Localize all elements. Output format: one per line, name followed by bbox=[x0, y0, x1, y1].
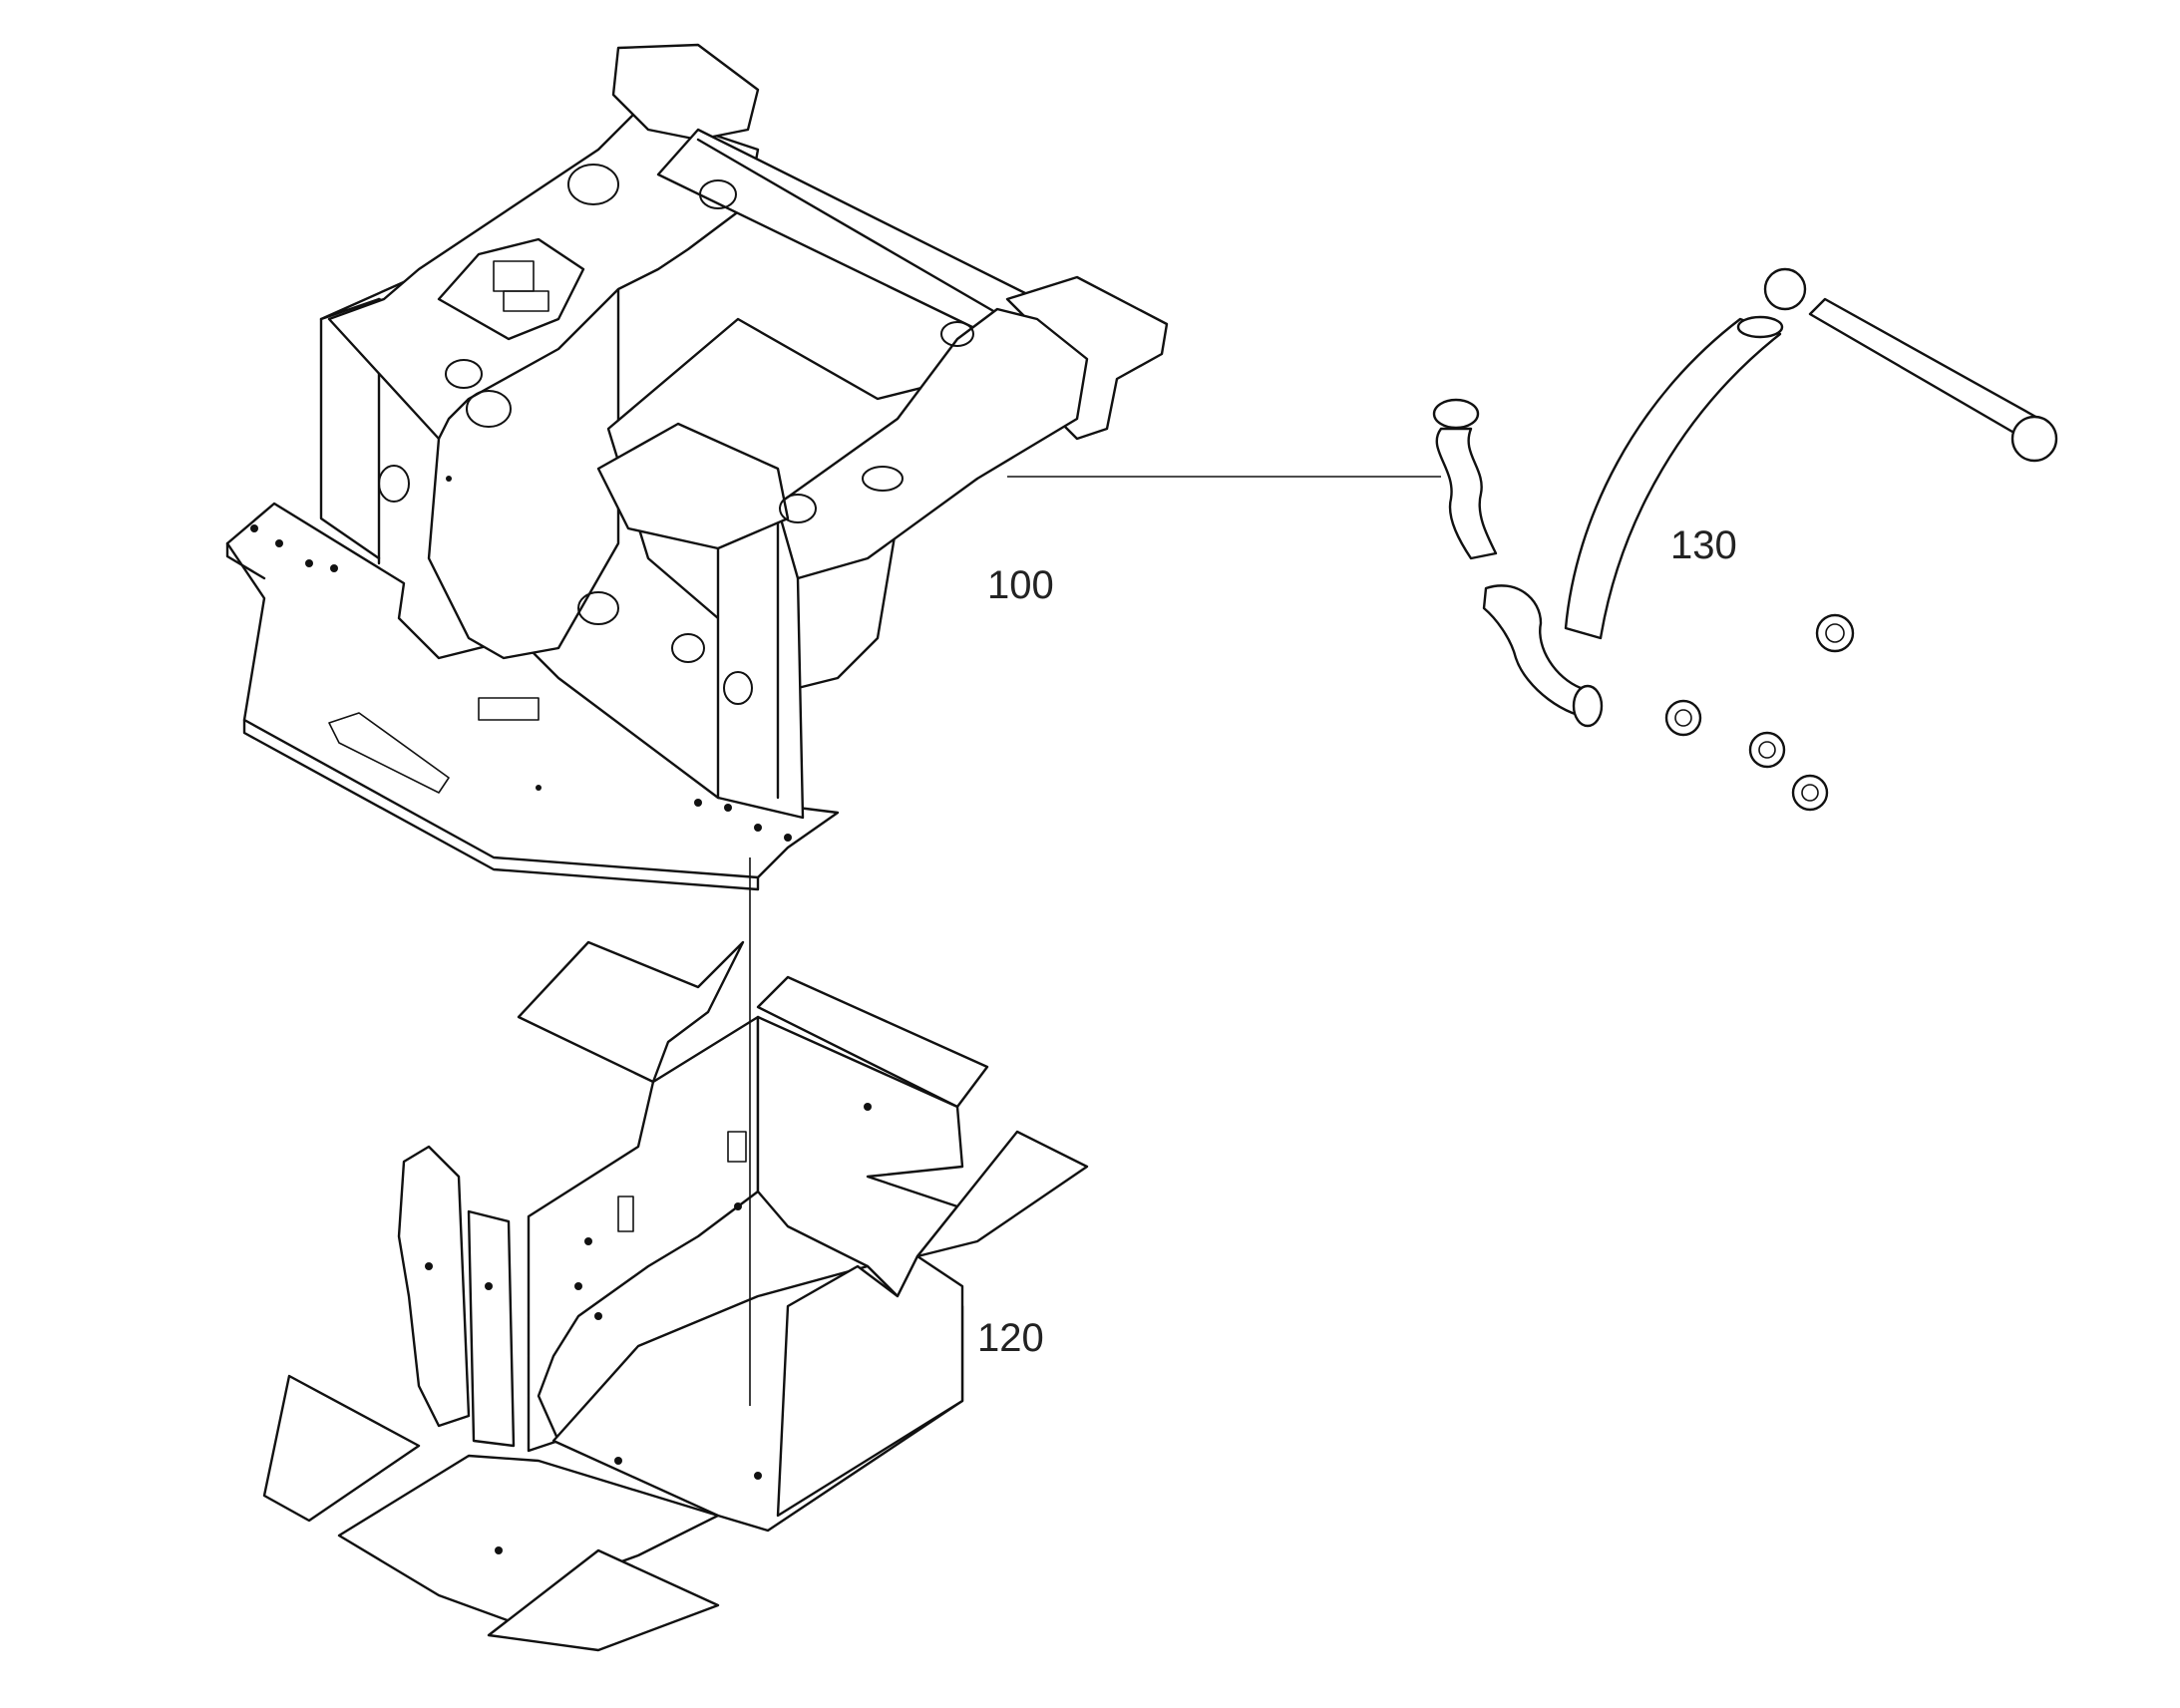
grommet-4 bbox=[1791, 774, 1829, 812]
frame-right-front-post bbox=[716, 507, 805, 820]
panel-upper-flap bbox=[517, 940, 745, 1084]
grommet-2 bbox=[1664, 699, 1702, 737]
frame-dash-console bbox=[437, 237, 585, 341]
panel-left-bracket-a bbox=[397, 1145, 471, 1428]
hose-fitting-cap bbox=[1432, 398, 1480, 430]
grommet-1 bbox=[1815, 613, 1855, 653]
panel-right-wing bbox=[915, 1130, 1089, 1258]
hose-long-straight bbox=[1808, 297, 2041, 441]
panel-box-right bbox=[776, 1254, 964, 1518]
panel-floor-right bbox=[487, 1548, 720, 1652]
panel-assembly bbox=[262, 940, 1089, 1652]
hose-short-upper bbox=[1435, 427, 1498, 560]
panel-left-bracket-b bbox=[467, 1209, 516, 1448]
main-frame-assembly bbox=[225, 43, 1169, 891]
panel-floor-left bbox=[262, 1374, 421, 1523]
panel-floor-mat bbox=[337, 1454, 720, 1637]
panel-top-strip bbox=[756, 975, 989, 1109]
hose-end-fitting bbox=[2010, 415, 2058, 463]
grommet-3 bbox=[1748, 731, 1786, 769]
callout-100: 100 bbox=[987, 563, 1054, 607]
callout-130: 130 bbox=[1670, 523, 1737, 567]
hose-assembly bbox=[1432, 267, 2058, 812]
callout-120: 120 bbox=[977, 1316, 1044, 1360]
frame-right-arm bbox=[756, 307, 1089, 580]
hose-long-curved bbox=[1564, 317, 1782, 640]
frame-battery-box bbox=[596, 422, 790, 550]
frame-rear-crossbar bbox=[611, 43, 760, 142]
